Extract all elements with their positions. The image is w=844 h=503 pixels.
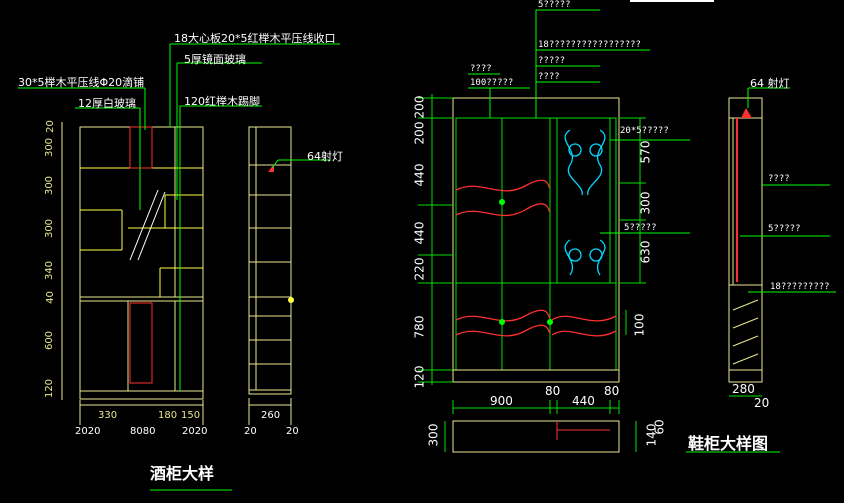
- shoe-bottom-dim-3: 80: [604, 384, 620, 398]
- shoe-title: 鞋柜大样图: [688, 434, 769, 453]
- shoe-dimension-lines: [418, 94, 762, 452]
- shoe-wood-grain: [455, 179, 617, 337]
- wine-vdim-3: 300: [44, 218, 56, 239]
- shoe-side-note-2: 5?????: [768, 224, 801, 234]
- shoe-cabinet-side: [728, 97, 763, 383]
- door-knob-icon: [499, 199, 505, 205]
- door-knob-icon-lower-a: [499, 319, 505, 325]
- shoe-plan-dim-0: 300: [426, 423, 441, 447]
- wine-hdim-1: 180: [158, 410, 178, 421]
- wine-bottom-3: 20: [244, 426, 257, 437]
- shoe-side-dim-1: 20: [754, 396, 770, 410]
- wine-vdim-1: 300: [44, 137, 56, 158]
- wine-cabinet-side: [248, 126, 292, 395]
- wine-vdim-2: 300: [44, 175, 56, 196]
- knob-icon: [288, 297, 294, 303]
- wine-bottom-4: 260: [261, 410, 281, 421]
- shoe-note-5: 100?????: [470, 78, 514, 88]
- shoe-side-note-1: ????: [768, 174, 790, 184]
- wine-title: 酒柜大样: [150, 464, 215, 483]
- wine-vdim-0: 20: [44, 120, 56, 133]
- shoe-side-dim-0: 280: [732, 382, 755, 396]
- shoe-left-dim-3: 440: [412, 221, 427, 245]
- wine-vdim-6: 600: [44, 330, 56, 351]
- shoe-right-dim-0: 570: [638, 140, 653, 164]
- shoe-side-note-0: 64 射灯: [750, 77, 790, 90]
- shoe-right-dim-2: 630: [638, 240, 653, 264]
- wine-note-glass: 12厚白玻璃: [78, 97, 136, 110]
- shoe-left-dim-2: 440: [412, 163, 427, 187]
- shoe-left-dim-0: 200: [412, 95, 427, 119]
- wine-bottom-5: 20: [286, 426, 299, 437]
- wine-note-trim: 30*5榉木平压线Φ20滴铺: [18, 76, 145, 89]
- shoe-plan-dim-2: 60: [652, 419, 667, 435]
- shoe-left-dim-1: 200: [412, 121, 427, 145]
- wine-note-skirting: 120红榉木踢脚: [184, 95, 260, 108]
- shoe-cabinet-plan: [452, 420, 620, 453]
- top-marker: [630, 0, 714, 2]
- wine-hdim-2: 150: [181, 410, 201, 421]
- shoe-leaders: [468, 9, 836, 453]
- iron-ornament: [564, 129, 606, 276]
- shoe-note-4: ????: [470, 64, 492, 74]
- side-spotlight-icon: [741, 108, 752, 118]
- wine-hdim-0: 330: [98, 410, 118, 421]
- shoe-note-2: ?????: [538, 56, 566, 66]
- wine-rack-bottom: [129, 302, 153, 384]
- shoe-note-0: 5?????: [538, 0, 571, 10]
- shoe-left-dim-5: 780: [412, 315, 427, 339]
- shoe-mid-dim: 100: [632, 313, 647, 337]
- wine-leaders: [18, 43, 340, 491]
- wine-note-mirror: 5厚镜面玻璃: [184, 53, 246, 66]
- shoe-note-3: ????: [538, 72, 560, 82]
- wine-bottom-0: 2020: [75, 426, 101, 437]
- shoe-right-dim-1: 300: [638, 191, 653, 215]
- shoe-left-dim-6: 120: [412, 365, 427, 389]
- wine-note-light: 64射灯: [307, 150, 343, 163]
- shoe-note-1: 18?????????????????: [538, 40, 641, 50]
- wine-note-top: 18大心板20*5红榉木平压线收口: [174, 32, 336, 45]
- wine-rack-top: [129, 126, 153, 169]
- door-knob-icon-lower-b: [547, 319, 553, 325]
- shoe-bottom-dim-1: 80: [545, 384, 561, 398]
- wine-bottom-1: 8080: [130, 426, 156, 437]
- shoe-left-dim-4: 220: [412, 257, 427, 281]
- wine-vdim-5: 40: [44, 291, 56, 304]
- shoe-bottom-dim-0: 900: [490, 394, 513, 408]
- wine-dimension-lines: [61, 122, 292, 425]
- wine-bottom-2: 2020: [182, 426, 208, 437]
- shoe-note-right-0: 20*5?????: [620, 126, 669, 136]
- wine-vdim-4: 340: [44, 260, 56, 281]
- shoe-cabinet-front: [452, 97, 620, 383]
- spotlight-icon: [268, 164, 274, 172]
- shoe-side-note-3: 18?????????: [770, 282, 830, 292]
- shoe-bottom-dim-2: 440: [572, 394, 595, 408]
- wine-vdim-7: 120: [44, 378, 56, 399]
- shoe-note-right-1: 5?????: [624, 223, 657, 233]
